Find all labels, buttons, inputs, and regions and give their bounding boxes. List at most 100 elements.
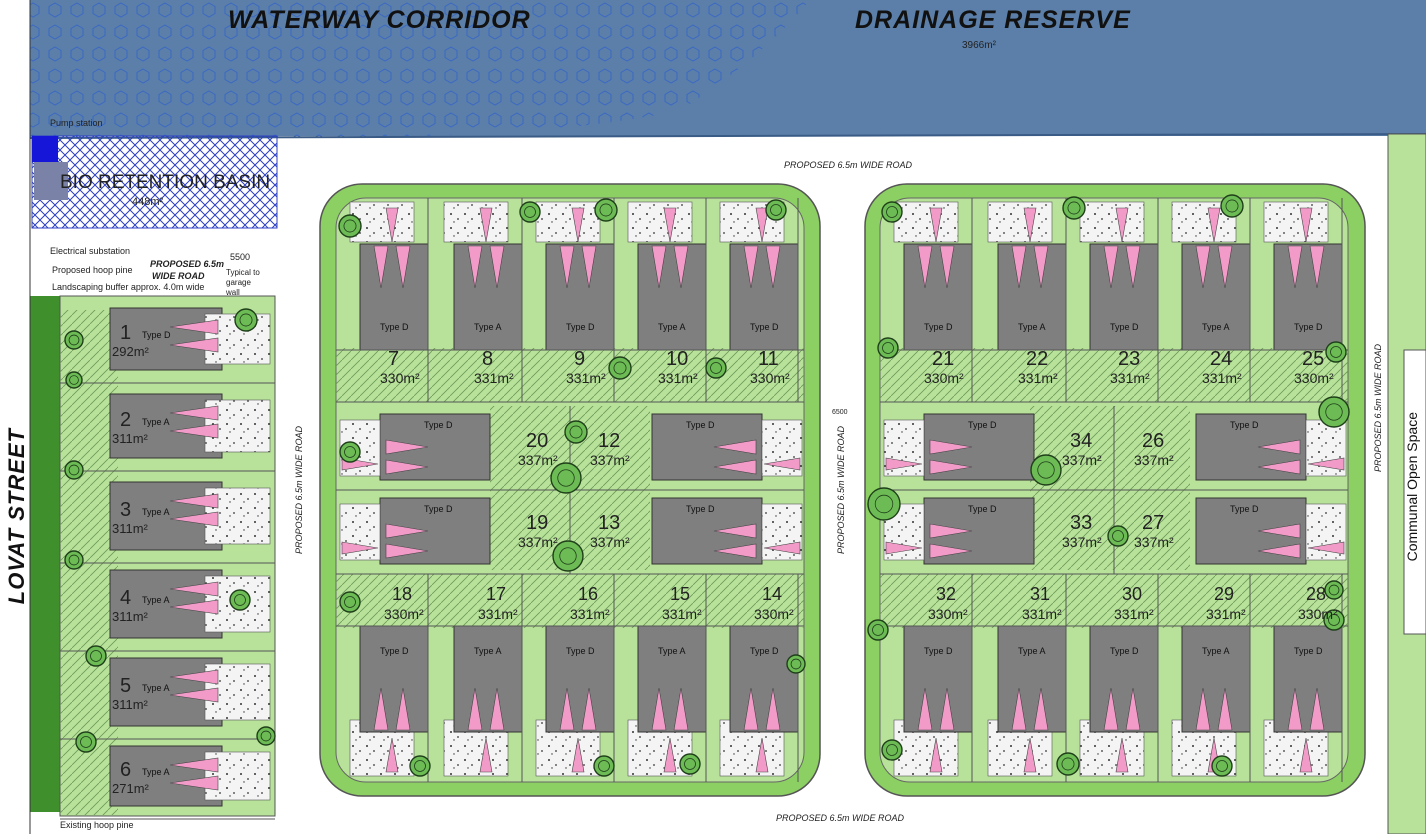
garage-marker-icon bbox=[1195, 245, 1211, 289]
garage-marker-icon bbox=[169, 319, 219, 335]
house-type-label: Type A bbox=[1018, 322, 1046, 332]
house-type-label: Type D bbox=[380, 322, 409, 332]
garage-marker-icon bbox=[1023, 737, 1037, 773]
lot-area: 337m² bbox=[1062, 534, 1102, 550]
lot-number: 18 bbox=[392, 584, 413, 604]
tree-icon bbox=[1211, 755, 1233, 777]
house-type-label: Type A bbox=[142, 767, 170, 777]
garage-marker-icon bbox=[1115, 737, 1129, 773]
garage-marker-icon bbox=[467, 687, 483, 731]
lot-number: 32 bbox=[936, 584, 957, 604]
waterway-corridor-title: WATERWAY CORRIDOR bbox=[228, 6, 531, 34]
lot-number: 25 bbox=[1302, 348, 1325, 370]
lovat-street-label: LOVAT STREET bbox=[4, 428, 29, 605]
tree-icon bbox=[594, 198, 618, 222]
garage-marker-icon bbox=[1033, 687, 1049, 731]
garage-marker-icon bbox=[713, 459, 757, 475]
garage-marker-icon bbox=[395, 687, 411, 731]
house-type-label: Type D bbox=[924, 646, 953, 656]
garage-marker-icon bbox=[1309, 687, 1325, 731]
garage-marker-icon bbox=[385, 459, 429, 475]
garage-marker-icon bbox=[755, 737, 769, 773]
house-type-label: Type A bbox=[1202, 322, 1230, 332]
lot-number: 21 bbox=[932, 348, 955, 370]
dim-6500-label: 6500 bbox=[832, 409, 848, 416]
tree-icon bbox=[1323, 609, 1345, 631]
house-type-label: Type A bbox=[142, 595, 170, 605]
tree-icon bbox=[256, 726, 276, 746]
tree-icon bbox=[234, 308, 258, 332]
tree-icon bbox=[64, 550, 84, 570]
garage-marker-icon bbox=[929, 543, 973, 559]
house-type-label: Type D bbox=[424, 504, 453, 514]
house-footprint bbox=[997, 625, 1067, 733]
typical-garage-label: Typical to garage wall bbox=[226, 268, 260, 297]
house-type-label: Type A bbox=[474, 322, 502, 332]
lot-area: 337m² bbox=[518, 534, 558, 550]
garage-marker-icon bbox=[1217, 245, 1233, 289]
lot-area: 337m² bbox=[1134, 452, 1174, 468]
tree-icon bbox=[786, 654, 806, 674]
garage-marker-icon bbox=[765, 687, 781, 731]
house-type-label: Type A bbox=[658, 322, 686, 332]
lot-area: 331m² bbox=[658, 370, 698, 386]
garage-marker-icon bbox=[571, 737, 585, 773]
house-type-label: Type A bbox=[1018, 646, 1046, 656]
house-footprint bbox=[1273, 625, 1343, 733]
garage-marker-icon bbox=[1299, 737, 1313, 773]
garage-marker-icon bbox=[1115, 207, 1129, 243]
garage-marker-icon bbox=[385, 543, 429, 559]
lot-number: 26 bbox=[1142, 430, 1165, 452]
lot-area: 331m² bbox=[474, 370, 514, 386]
lot-area: 331m² bbox=[1110, 370, 1150, 386]
house-footprint bbox=[453, 625, 523, 733]
garage-marker-icon bbox=[763, 457, 801, 471]
garage-marker-icon bbox=[673, 245, 689, 289]
tree-icon bbox=[593, 755, 615, 777]
lot-number: 13 bbox=[598, 512, 621, 534]
tree-icon bbox=[765, 199, 787, 221]
garage-marker-icon bbox=[373, 245, 389, 289]
tree-icon bbox=[1220, 194, 1244, 218]
house-footprint bbox=[637, 243, 707, 351]
house-type-label: Type D bbox=[1230, 504, 1259, 514]
garage-marker-icon bbox=[663, 737, 677, 773]
dim-5500-label: 5500 bbox=[230, 252, 251, 262]
garage-marker-icon bbox=[1103, 687, 1119, 731]
tree-icon bbox=[1056, 752, 1080, 776]
garage-marker-icon bbox=[763, 541, 801, 555]
house-type-label: Type A bbox=[474, 646, 502, 656]
electrical-substation-label: Electrical substation bbox=[50, 246, 131, 256]
lot-area: 330m² bbox=[750, 370, 790, 386]
garage-marker-icon bbox=[929, 737, 943, 773]
garage-marker-icon bbox=[1257, 523, 1301, 539]
lot-number: 8 bbox=[482, 348, 494, 370]
tree-icon bbox=[550, 462, 582, 494]
lot-area: 331m² bbox=[566, 370, 606, 386]
garage-marker-icon bbox=[713, 543, 757, 559]
west-road-label-2: WIDE ROAD bbox=[152, 271, 205, 281]
garage-marker-icon bbox=[467, 245, 483, 289]
lot-area: 330m² bbox=[924, 370, 964, 386]
garage-marker-icon bbox=[1217, 687, 1233, 731]
left-vertical-road-label: PROPOSED 6.5m WIDE ROAD bbox=[294, 426, 304, 555]
house-type-label: Type D bbox=[380, 646, 409, 656]
lot-number: 19 bbox=[526, 512, 549, 534]
garage-marker-icon bbox=[169, 669, 219, 685]
house-type-label: Type D bbox=[686, 420, 715, 430]
garage-marker-icon bbox=[1023, 207, 1037, 243]
house-footprint bbox=[1089, 625, 1159, 733]
garage-marker-icon bbox=[385, 523, 429, 539]
garage-marker-icon bbox=[479, 207, 493, 243]
garage-marker-icon bbox=[743, 687, 759, 731]
garage-marker-icon bbox=[1125, 687, 1141, 731]
garage-marker-icon bbox=[1287, 687, 1303, 731]
lot-area: 331m² bbox=[1206, 606, 1246, 622]
garage-marker-icon bbox=[373, 687, 389, 731]
west-road-label-1: PROPOSED 6.5m bbox=[150, 259, 225, 269]
house-type-label: Type A bbox=[1202, 646, 1230, 656]
lot-number: 23 bbox=[1118, 348, 1141, 370]
garage-marker-icon bbox=[1207, 207, 1221, 243]
garage-marker-icon bbox=[1309, 245, 1325, 289]
